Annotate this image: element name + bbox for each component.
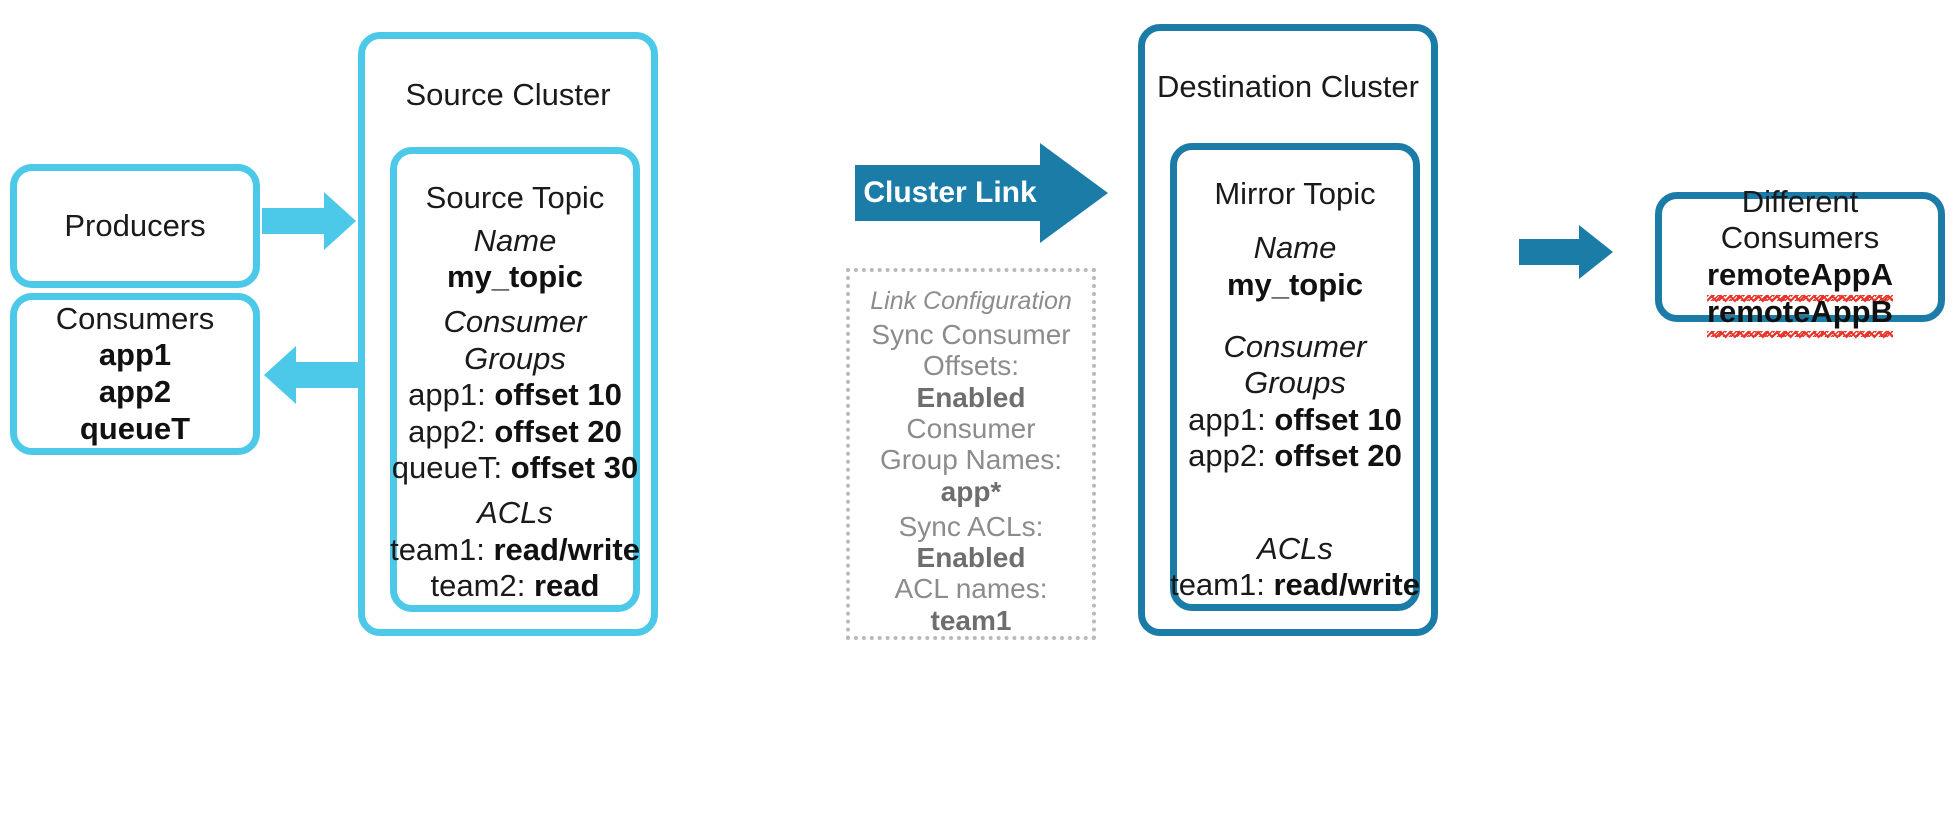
source-acl-row-1: team2: read	[431, 568, 600, 605]
source-cg-group-1: app2:	[408, 413, 486, 449]
destination-cluster-title: Destination Cluster	[1157, 69, 1419, 104]
link-config-label-2: Sync ACLs:	[898, 510, 1044, 542]
mirror-topic-name-label: Name	[1253, 230, 1337, 266]
source-cg-value-1: offset 20	[494, 413, 622, 449]
source-cg-value-2: offset 30	[510, 450, 639, 486]
source-topic-title: Source Topic	[425, 180, 605, 215]
spellcheck-squiggle-icon	[1706, 330, 1893, 339]
source-acl-row-0: team1: read/write	[390, 532, 640, 569]
source-cg-group-0: app1:	[408, 377, 486, 413]
cluster-link-arrow: Cluster Link	[855, 143, 1110, 243]
link-config-value-1: app*	[940, 475, 1002, 507]
source-cg-group-2: queueT:	[391, 450, 503, 486]
different-consumers-app-1: remoteAppB	[1706, 293, 1894, 339]
source-topic-name-label: Name	[473, 222, 557, 258]
mirror-acl-value-0: read/write	[1273, 567, 1420, 603]
source-to-consumers-arrow	[264, 346, 358, 404]
link-config-value-0: Enabled	[916, 381, 1026, 413]
mirror-topic-title: Mirror Topic	[1214, 176, 1376, 211]
mirror-cg-value-1: offset 20	[1274, 438, 1402, 474]
link-config-value-2: Enabled	[916, 541, 1026, 573]
mirror-cg-row-1: app2: offset 20	[1188, 438, 1402, 475]
mirror-acl-team-0: team1:	[1170, 567, 1265, 603]
source-cg-value-0: offset 10	[494, 377, 622, 413]
link-configuration-box: Link Configuration Sync Consumer Offsets…	[846, 268, 1096, 640]
different-consumers-app-1-label: remoteAppB	[1706, 293, 1893, 329]
destination-cluster-box: Destination Cluster Mirror Topic Name my…	[1138, 24, 1438, 636]
different-consumers-app-0: remoteAppA	[1706, 257, 1894, 303]
mirror-cg-row-0: app1: offset 10	[1188, 402, 1402, 439]
source-topic-box: Source Topic Name my_topic Consumer Grou…	[390, 147, 640, 612]
consumers-app-0: app1	[98, 337, 172, 373]
mirror-topic-name-value: my_topic	[1226, 267, 1364, 303]
mirror-cg-group-1: app2:	[1188, 438, 1266, 474]
cluster-link-label: Cluster Link	[863, 176, 1037, 209]
source-acl-team-0: team1:	[390, 531, 485, 567]
source-cg-row-1: app2: offset 20	[408, 414, 622, 451]
source-cluster-title: Source Cluster	[405, 77, 611, 112]
different-consumers-title: Different Consumers	[1720, 183, 1880, 256]
source-acl-value-1: read	[533, 568, 600, 604]
link-configuration-title: Link Configuration	[870, 287, 1072, 315]
source-acl-value-0: read/write	[493, 531, 640, 567]
producers-box: Producers	[10, 164, 260, 288]
link-config-label-0: Sync Consumer Offsets:	[871, 318, 1071, 382]
source-topic-acls-label: ACLs	[477, 495, 553, 531]
link-config-value-3: team1	[930, 604, 1012, 636]
mirror-acl-row-0: team1: read/write	[1170, 567, 1420, 604]
mirror-topic-box: Mirror Topic Name my_topic Consumer Grou…	[1170, 143, 1420, 611]
consumers-title: Consumers	[55, 300, 215, 336]
source-cluster-box: Source Cluster Source Topic Name my_topi…	[358, 32, 658, 636]
source-acl-team-1: team2:	[430, 568, 526, 604]
mirror-topic-acls-label: ACLs	[1257, 530, 1333, 566]
destination-to-consumers-arrow	[1519, 225, 1613, 279]
mirror-topic-consumer-groups-label: Consumer Groups	[1223, 328, 1367, 401]
source-cg-row-2: queueT: offset 30	[392, 450, 638, 487]
source-topic-name-value: my_topic	[446, 259, 584, 295]
source-cg-row-0: app1: offset 10	[408, 377, 622, 414]
link-config-label-3: ACL names:	[894, 573, 1048, 605]
source-topic-consumer-groups-label: Consumer Groups	[443, 304, 587, 376]
producers-title: Producers	[64, 207, 206, 243]
mirror-cg-group-0: app1:	[1188, 401, 1266, 437]
producers-to-source-arrow	[262, 192, 356, 250]
different-consumers-app-0-label: remoteAppA	[1706, 257, 1893, 292]
link-config-label-1: Consumer Group Names:	[879, 412, 1063, 476]
mirror-cg-value-0: offset 10	[1274, 401, 1402, 437]
consumers-app-1: app2	[98, 374, 172, 409]
consumers-app-2: queueT	[79, 410, 191, 446]
consumers-box: Consumers app1 app2 queueT	[10, 293, 260, 455]
different-consumers-box: Different Consumers remoteAppA remoteApp…	[1655, 184, 1945, 339]
